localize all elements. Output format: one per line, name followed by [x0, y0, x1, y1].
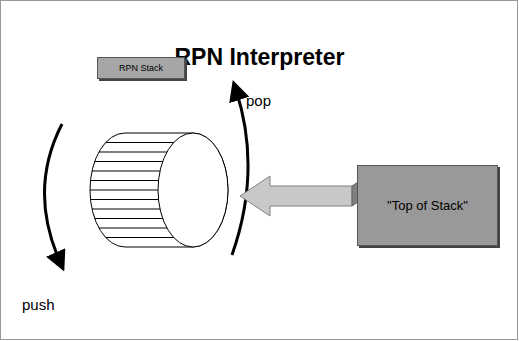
drum-stripe — [92, 171, 160, 172]
drum-stripe — [106, 142, 174, 143]
pop-arrow — [232, 90, 248, 255]
drum-stripe — [92, 209, 160, 210]
drum-stripe — [90, 190, 158, 191]
drum-stripe — [106, 237, 174, 238]
drum-stripe — [99, 152, 167, 153]
drum-stripe — [90, 199, 158, 200]
node-text: RPN Stack — [119, 63, 163, 73]
stack-drum — [90, 133, 228, 247]
drum-stripe — [90, 180, 158, 181]
drum-stripe — [95, 161, 163, 162]
push-arrow — [44, 124, 62, 262]
node-text: "Top of Stack" — [387, 198, 468, 213]
arrow-label: pop — [246, 92, 271, 109]
slide-title: RPN Interpreter — [0, 44, 519, 71]
block-arrow — [240, 176, 358, 216]
drum-stripe — [99, 228, 167, 229]
stack-label-box: RPN Stack — [97, 57, 185, 79]
top-of-stack-box: "Top of Stack" — [357, 165, 498, 246]
arrow-label: push — [22, 296, 55, 313]
drum-stripe — [95, 218, 163, 219]
